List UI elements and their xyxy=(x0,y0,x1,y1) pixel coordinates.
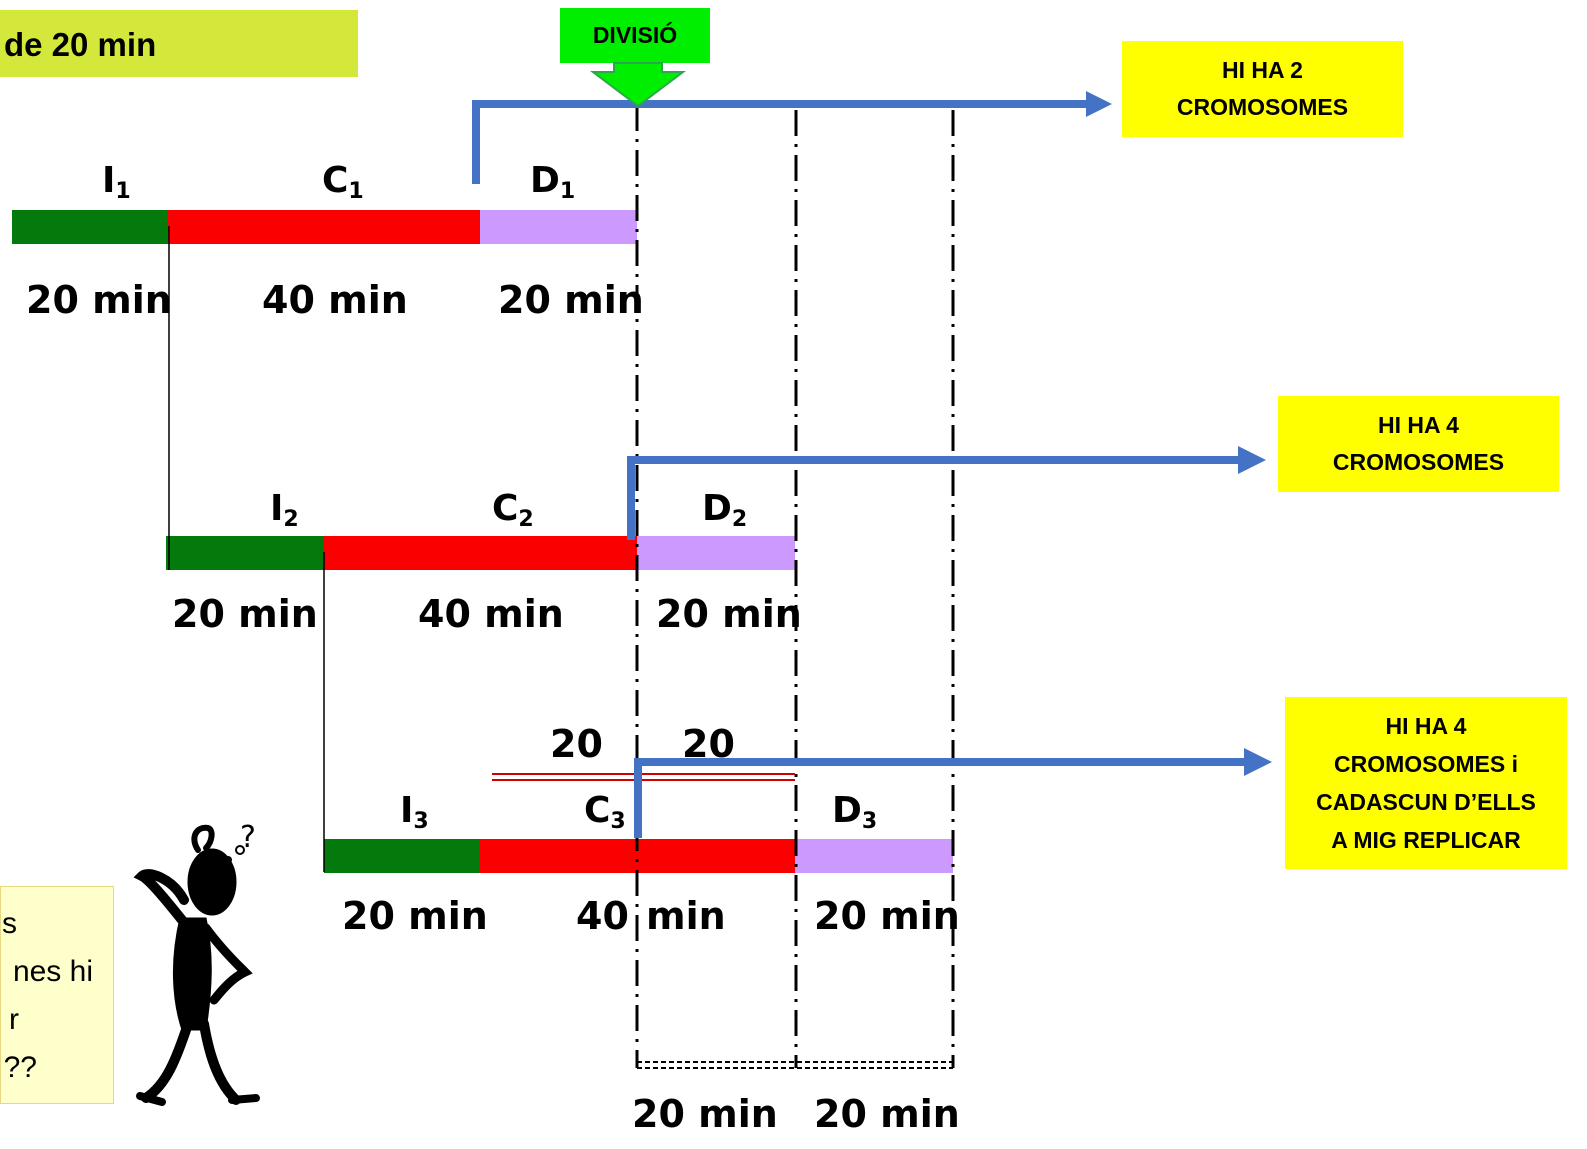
division-label: DIVISIÓ xyxy=(592,22,678,48)
cycle2-phase-i: I2 xyxy=(270,488,299,532)
cycle3-split-label-right: 20 xyxy=(682,722,735,766)
cycle3-phase-c: C3 xyxy=(584,790,626,834)
cycle1-replication-bar xyxy=(168,210,480,244)
cycle2-replication-bar xyxy=(324,536,637,570)
callout-line: CROMOSOMES xyxy=(1332,449,1505,475)
cycle1-initiation-bar xyxy=(12,210,168,244)
callout-four-chromosomes-half-replicated: HI HA 4 CROMOSOMES i CADASCUN D’ELLS A MIG … xyxy=(1285,697,1567,869)
cycle2-initiation-duration: 20 min xyxy=(172,592,318,636)
cycle3-division-duration: 20 min xyxy=(814,894,960,938)
cycle3-phase-d: D3 xyxy=(832,790,878,834)
cycle3-phase-i: I3 xyxy=(400,790,429,834)
cycle1-phase-c: C1 xyxy=(322,160,364,204)
cycle1-division-duration: 20 min xyxy=(498,278,644,322)
question-line: s xyxy=(2,907,17,940)
callout-line: A MIG REPLICAR xyxy=(1331,827,1521,854)
title-text: de 20 min xyxy=(4,26,157,63)
cycle1-phase-i: I1 xyxy=(102,160,131,204)
callout-line: CROMOSOMES xyxy=(1176,94,1349,120)
division-label-box: DIVISIÓ xyxy=(560,8,710,63)
cycle3-initiation-bar xyxy=(324,839,480,873)
cycle1-division-bar xyxy=(480,210,637,244)
question-line: nes hi xyxy=(12,955,93,988)
cycle2-division-bar xyxy=(637,536,795,570)
cycle3-initiation-duration: 20 min xyxy=(342,894,488,938)
bottom-duration-left: 20 min xyxy=(632,1092,778,1136)
cycle2-phase-c: C2 xyxy=(492,488,534,532)
callout-line: HI HA 2 xyxy=(1222,57,1303,84)
cycle2-replication-duration: 40 min xyxy=(418,592,564,636)
cycle2-phase-d: D2 xyxy=(702,488,748,532)
callout-four-chromosomes: HI HA 4 CROMOSOMES xyxy=(1278,396,1559,492)
cycle3-division-bar xyxy=(795,839,953,873)
cycle1-phase-d: D1 xyxy=(530,160,576,204)
callout-line: CADASCUN D’ELLS xyxy=(1316,789,1536,815)
cycle1-initiation-duration: 20 min xyxy=(26,278,172,322)
callout-two-chromosomes: HI HA 2 CROMOSOMES xyxy=(1122,41,1403,137)
callout-line: CROMOSOMES i xyxy=(1333,750,1518,777)
callout-line: HI HA 4 xyxy=(1378,412,1459,439)
question-box: s nes hi r ?? xyxy=(0,886,114,1104)
title-box: de 20 min xyxy=(0,10,358,77)
thought-question-mark: ? xyxy=(240,820,256,855)
bottom-duration-right: 20 min xyxy=(814,1092,960,1136)
cycle3-replication-duration-number: 40 xyxy=(576,894,629,938)
cycle2-division-duration: 20 min xyxy=(656,592,802,636)
cycle2-initiation-bar xyxy=(166,536,324,570)
callout-line: HI HA 4 xyxy=(1385,712,1467,739)
question-line: r xyxy=(9,1003,19,1036)
cycle3-split-label-left: 20 xyxy=(550,722,603,766)
cycle3-replication-duration-unit: min xyxy=(646,894,726,938)
question-line: ?? xyxy=(3,1051,37,1084)
cycle1-replication-duration: 40 min xyxy=(262,278,408,322)
